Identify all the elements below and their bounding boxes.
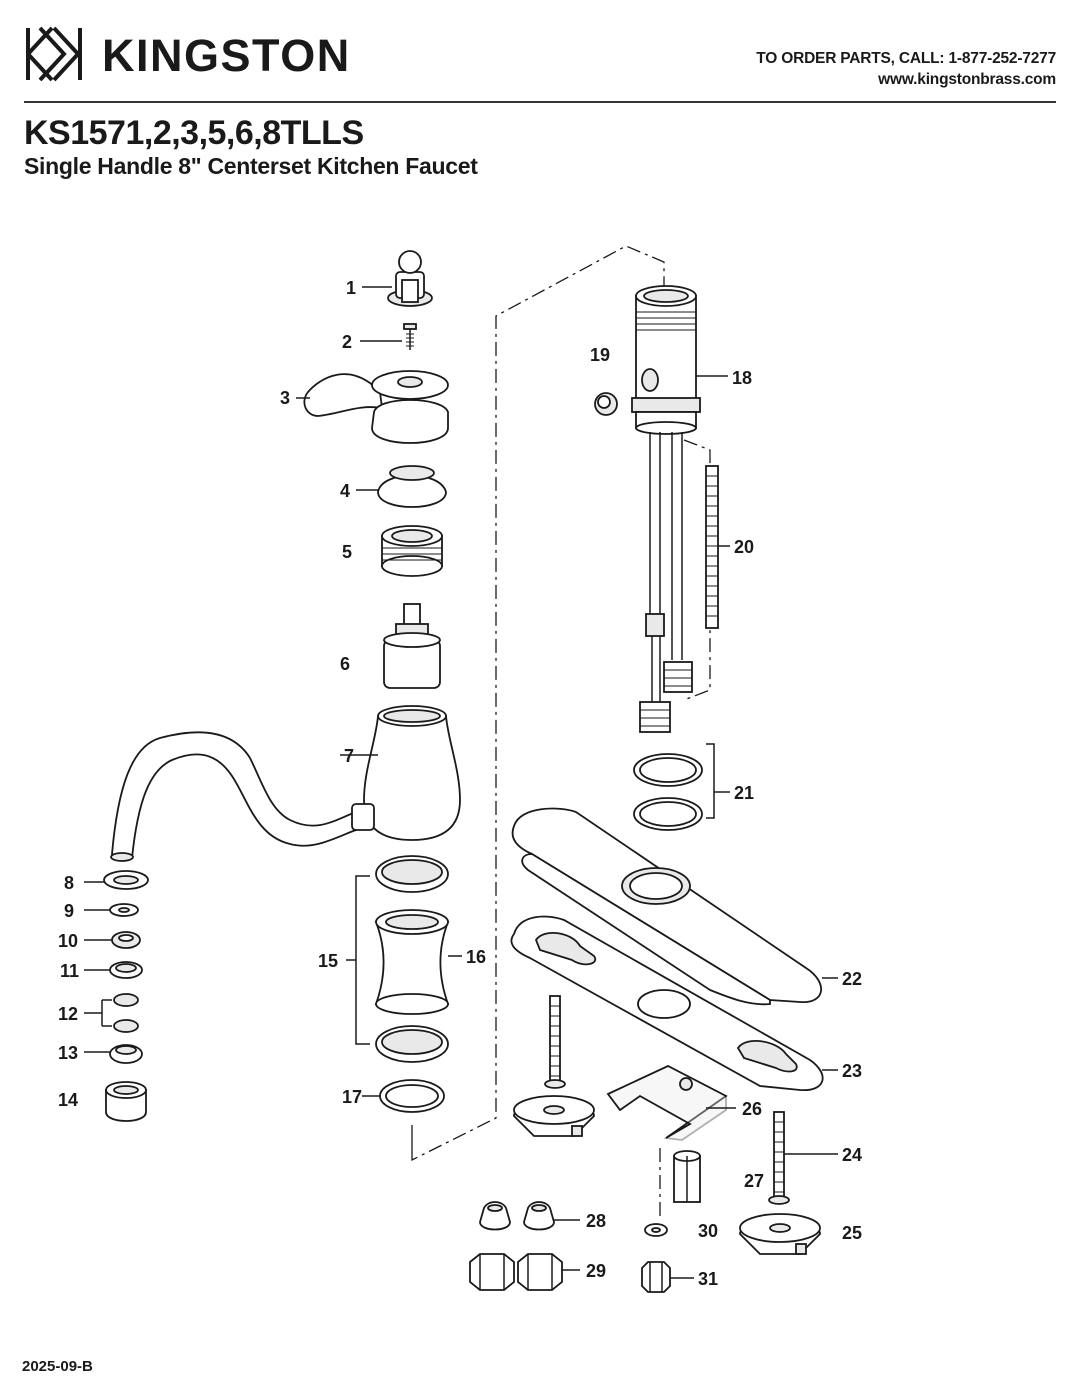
part-cartridge xyxy=(383,603,441,689)
part-label-9: 9 xyxy=(64,901,74,921)
part-shank-o-rings xyxy=(633,743,730,831)
part-label-19: 19 xyxy=(590,345,610,365)
part-label-3: 3 xyxy=(280,388,290,408)
part-base-o-ring-upper xyxy=(375,855,449,893)
part-label-17: 17 xyxy=(342,1087,362,1107)
part-aerator-screens xyxy=(101,993,139,1033)
assembly-centerline xyxy=(411,245,665,1162)
part-compression-sleeves xyxy=(479,1201,555,1231)
part-deck-gasket xyxy=(510,915,824,1091)
part-screw xyxy=(403,323,417,350)
part-label-21: 21 xyxy=(734,783,754,803)
part-label-23: 23 xyxy=(842,1061,862,1081)
part-label-25: 25 xyxy=(842,1223,862,1243)
part-label-7: 7 xyxy=(344,746,354,766)
part-handle xyxy=(303,370,449,444)
part-label-30: 30 xyxy=(698,1221,718,1241)
part-label-6: 6 xyxy=(340,654,350,674)
model-number: KS1571,2,3,5,6,8TLLS xyxy=(24,114,364,152)
part-aerator-housing xyxy=(109,1044,143,1064)
part-finial xyxy=(387,250,433,307)
part-label-2: 2 xyxy=(342,332,352,352)
part-side-fitting xyxy=(594,392,618,416)
part-threaded-rod xyxy=(705,465,719,629)
part-deck-plate xyxy=(511,807,823,1006)
part-label-15: 15 xyxy=(318,951,338,971)
part-mounting-bolt-right xyxy=(768,1111,790,1205)
part-label-28: 28 xyxy=(586,1211,606,1231)
product-description: Single Handle 8" Centerset Kitchen Fauce… xyxy=(24,153,478,179)
header-divider xyxy=(24,101,1056,103)
part-label-14: 14 xyxy=(58,1090,78,1110)
part-aerator-washer xyxy=(103,870,149,890)
kingston-logo-icon xyxy=(26,26,82,82)
part-label-11: 11 xyxy=(60,961,79,981)
part-label-18: 18 xyxy=(732,368,752,388)
leader-lines xyxy=(84,286,838,1279)
part-mounting-bolt-left xyxy=(544,995,566,1089)
part-label-22: 22 xyxy=(842,969,862,989)
part-aerator-ring xyxy=(109,961,143,979)
brand-name: KINGSTON xyxy=(102,30,351,81)
part-label-16: 16 xyxy=(466,947,486,967)
part-o-ring xyxy=(379,1079,445,1113)
part-aerator-insert xyxy=(111,931,141,949)
part-label-4: 4 xyxy=(340,481,350,501)
website-link[interactable]: www.kingstonbrass.com xyxy=(878,71,1056,88)
part-label-29: 29 xyxy=(586,1261,606,1281)
part-spout-body xyxy=(110,705,461,862)
part-shank-body xyxy=(631,285,701,435)
part-coupling-nut xyxy=(673,1150,701,1203)
part-label-10: 10 xyxy=(58,931,78,951)
part-label-24: 24 xyxy=(842,1145,862,1165)
contact-info: TO ORDER PARTS, CALL: 1-877-252-7277 www… xyxy=(756,48,1056,90)
part-supply-tubes xyxy=(639,432,693,733)
part-small-nut xyxy=(641,1261,671,1293)
order-phone-line: TO ORDER PARTS, CALL: 1-877-252-7277 xyxy=(756,50,1056,67)
part-small-washer xyxy=(644,1223,668,1237)
part-label-31: 31 xyxy=(698,1269,718,1289)
part-label-27: 27 xyxy=(744,1171,764,1191)
part-compression-nuts xyxy=(469,1253,563,1291)
part-mounting-washer-right xyxy=(739,1213,821,1255)
revision-code: 2025-09-B xyxy=(22,1358,93,1375)
part-mounting-bracket xyxy=(606,1064,728,1141)
part-base-o-ring-lower xyxy=(375,1025,449,1063)
part-label-26: 26 xyxy=(742,1099,762,1119)
part-dome-cap xyxy=(377,465,447,508)
part-bonnet-nut xyxy=(381,525,443,577)
part-base-collar xyxy=(374,909,450,1015)
part-label-1: 1 xyxy=(346,278,356,298)
part-mounting-washer-left xyxy=(513,1095,595,1137)
part-aerator-gasket xyxy=(109,903,139,917)
part-label-13: 13 xyxy=(58,1043,78,1063)
part-label-5: 5 xyxy=(342,542,352,562)
part-aerator-cap xyxy=(105,1081,147,1122)
part-label-20: 20 xyxy=(734,537,754,557)
part-label-8: 8 xyxy=(64,873,74,893)
part-label-12: 12 xyxy=(58,1004,78,1024)
